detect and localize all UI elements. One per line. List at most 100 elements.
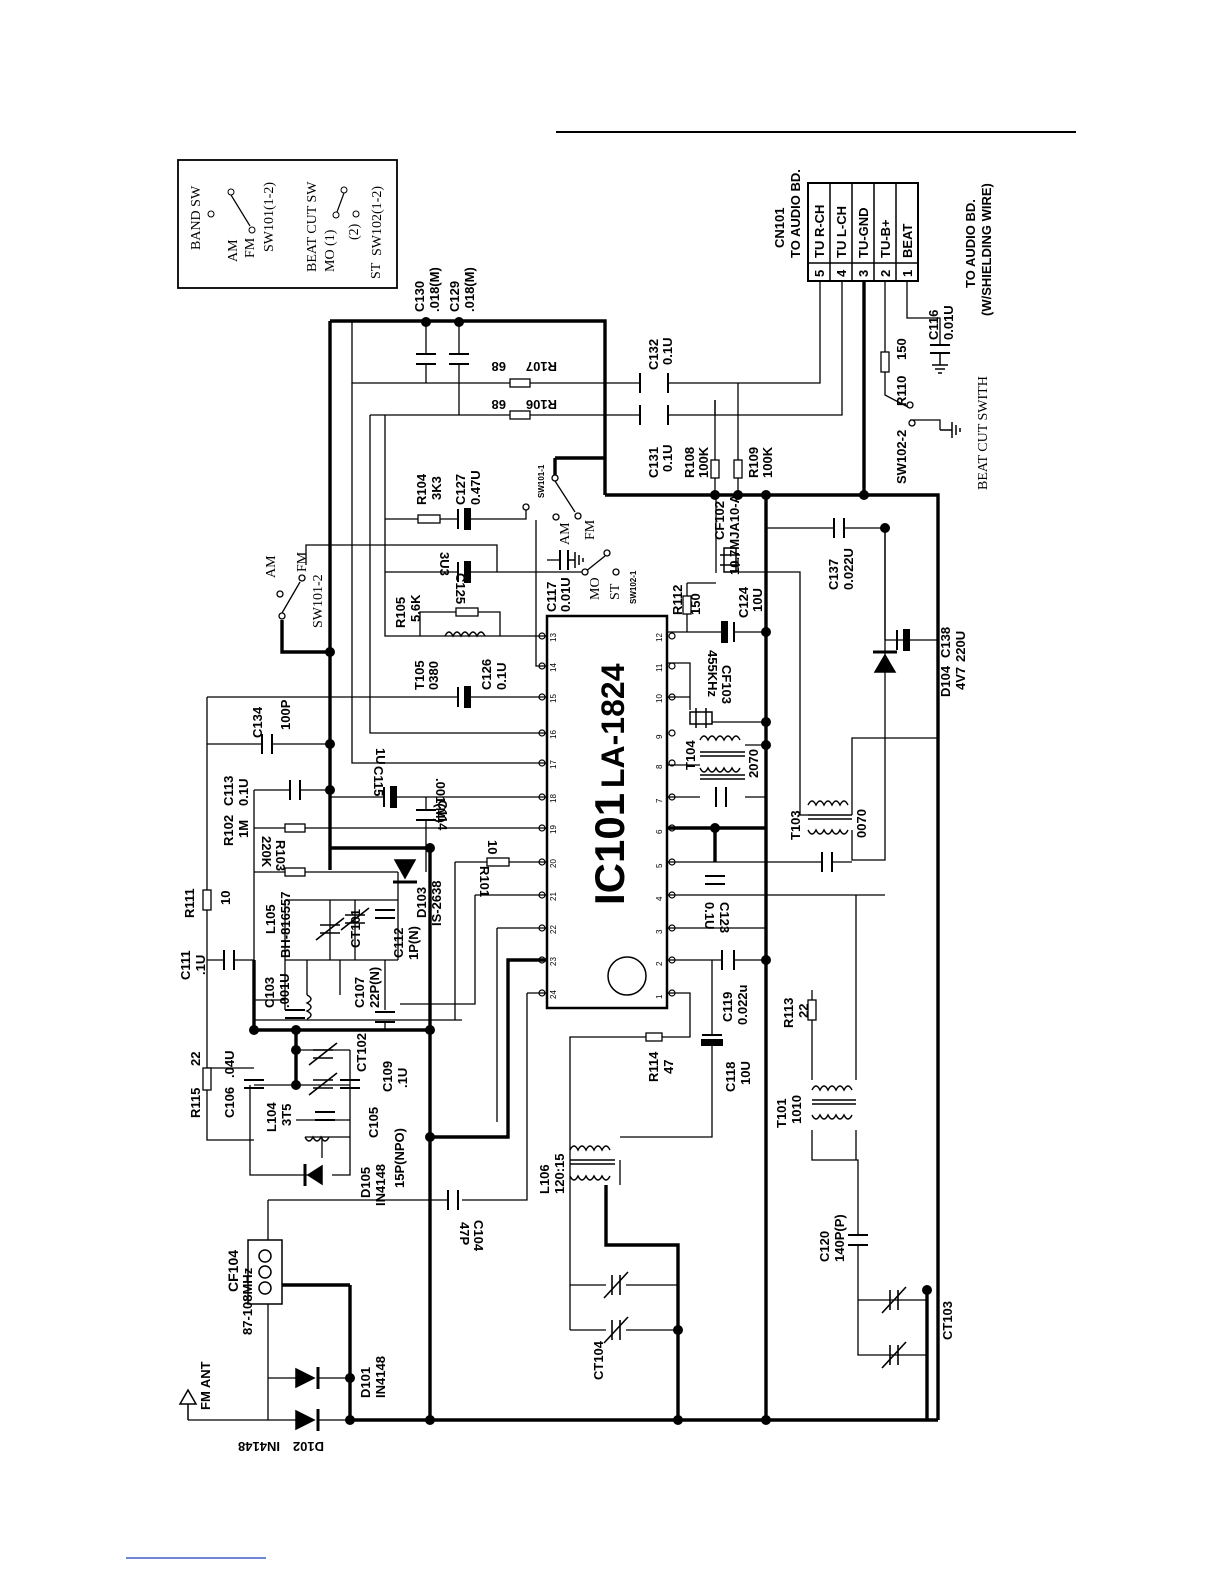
ct101-ref: CT101 <box>348 909 363 948</box>
r115-body <box>202 1067 212 1091</box>
l104-ref: L104 <box>264 1102 279 1132</box>
r102-val: 1M <box>236 820 251 838</box>
ic-pin-2-label: 2 <box>655 961 664 966</box>
r111-val: 10 <box>218 891 233 905</box>
r114-ref: R114 <box>646 1051 661 1082</box>
cn101-pin4-num: 4 <box>834 269 849 277</box>
ic-pin-12-marker <box>668 632 676 640</box>
cn101-pin1-name: BEAT <box>900 224 915 258</box>
r113-val: 22 <box>796 1004 811 1018</box>
c106-symbol <box>244 1079 264 1089</box>
c118-ref: C118 <box>723 1062 738 1092</box>
r107-val: 68 <box>492 359 506 374</box>
c132-ref: C132 <box>646 339 661 370</box>
ic101-pin1-marker <box>607 956 647 996</box>
d101-val: IN4148 <box>373 1356 388 1398</box>
l106-transformer <box>569 1145 615 1181</box>
ct104-ref: CT104 <box>591 1340 606 1380</box>
r104-val: 3K3 <box>429 476 444 500</box>
c129-ref: C129 <box>447 281 462 312</box>
d103-ref: D103 <box>414 887 429 918</box>
c-t103-side <box>821 852 833 872</box>
d102-ref: D102 <box>293 1439 324 1454</box>
ground-c116 <box>932 353 948 374</box>
c138-symbol <box>896 629 910 651</box>
cf103-val: 455KHz <box>705 650 720 697</box>
ic101-chip: IC101 LA-1824 <box>545 614 669 1010</box>
switch-contacts <box>276 401 916 620</box>
t103-val: 0070 <box>854 809 869 838</box>
d105-ref: D105 <box>358 1167 373 1198</box>
d102-symbol <box>295 1409 320 1431</box>
r108-body <box>710 459 720 479</box>
r110-val: 150 <box>894 338 909 360</box>
r107-ref: R107 <box>526 359 557 374</box>
r115-ref: R115 <box>188 1088 203 1118</box>
c118-val: 10U <box>738 1061 753 1085</box>
connector-cn101: CN101 TO AUDIO BD. 5 TU R-CH 4 TU L-CH 3… <box>772 169 994 316</box>
part-labels: C130 .018(M) C129 .018(M) R107 68 R106 6… <box>178 267 968 1454</box>
c113-symbol <box>289 780 301 800</box>
sw101-1-ref: SW101-1 <box>537 464 546 498</box>
r113-ref: R113 <box>781 998 796 1028</box>
cn101-pin1-num: 1 <box>900 270 915 277</box>
d104-symbol <box>873 650 897 673</box>
cn101-ref: CN101 <box>772 208 787 248</box>
c115-symbol <box>383 786 397 808</box>
cf104-ref: CF104 <box>225 1250 241 1292</box>
cn101-note2: (W/SHIELDING WIRE) <box>979 183 994 316</box>
t105-coil <box>444 631 486 638</box>
c124-ref: C124 <box>736 586 751 618</box>
ic-pin-5-label: 5 <box>655 863 664 868</box>
l106-ref: L106 <box>537 1164 552 1194</box>
c138-ref: C138 <box>938 627 953 658</box>
c117-val: 0.01U <box>558 577 573 612</box>
cn101-pin2-name: TU-B+ <box>878 219 893 258</box>
c120-val: 140P(P) <box>832 1214 847 1262</box>
c114-ref: C114 <box>435 800 450 831</box>
ic-pin-20-label: 20 <box>549 859 558 868</box>
c112-symbol <box>375 909 395 919</box>
c109-symbol <box>340 1079 360 1089</box>
r106-ref: R106 <box>526 397 557 412</box>
c127-val: 0.47U <box>468 470 483 505</box>
wires-thin <box>188 281 941 1421</box>
r110-body <box>880 351 890 373</box>
r109-ref: R109 <box>746 447 761 478</box>
ic-pin-21-label: 21 <box>549 892 558 901</box>
coils <box>304 631 856 1181</box>
ic-pin-23-label: 23 <box>549 957 558 966</box>
c103-symbol <box>285 1009 305 1019</box>
cf102-ref: CF102 <box>712 501 727 540</box>
ic-pin-11-label: 11 <box>655 663 664 672</box>
c131-ref: C131 <box>646 447 661 478</box>
ic-pin-7-label: 7 <box>655 798 664 803</box>
ic-pin-19-label: 19 <box>549 825 558 834</box>
c132-symbol <box>639 373 669 393</box>
legend-mo1: MO (1) <box>323 229 338 272</box>
cn101-note1: TO AUDIO BD. <box>963 199 978 288</box>
c120-ref: C120 <box>817 1231 832 1262</box>
c113-ref: C113 <box>221 776 236 806</box>
cf102-val: 10.7MJA10-A <box>727 493 742 575</box>
ct103-a-symbol <box>881 1286 907 1314</box>
r109-body <box>733 459 743 479</box>
ic101-part: LA-1824 <box>595 663 631 788</box>
c123-ref: C123 <box>717 902 732 933</box>
legend-fm: FM <box>243 237 258 258</box>
ct102b-symbol <box>308 1072 338 1096</box>
t104-val: 2070 <box>746 749 761 778</box>
r102-body <box>284 823 306 833</box>
switch-labels: AM FM SW101-2 SW101-1 AM FM MO ST SW102-… <box>264 376 991 628</box>
t105-ref: T105 <box>412 660 427 690</box>
ct103-b-symbol <box>881 1341 907 1369</box>
c131-symbol <box>639 405 669 425</box>
c107-val: 22P(N) <box>367 967 382 1008</box>
ic-pin-15-label: 15 <box>549 694 558 703</box>
c123-symbol <box>705 875 725 885</box>
sw101-2-ref: SW101-2 <box>311 574 326 628</box>
c106-ref: C106 <box>222 1087 237 1118</box>
r109-val: 100K <box>760 446 775 478</box>
sw101-1-am: AM <box>558 522 573 545</box>
